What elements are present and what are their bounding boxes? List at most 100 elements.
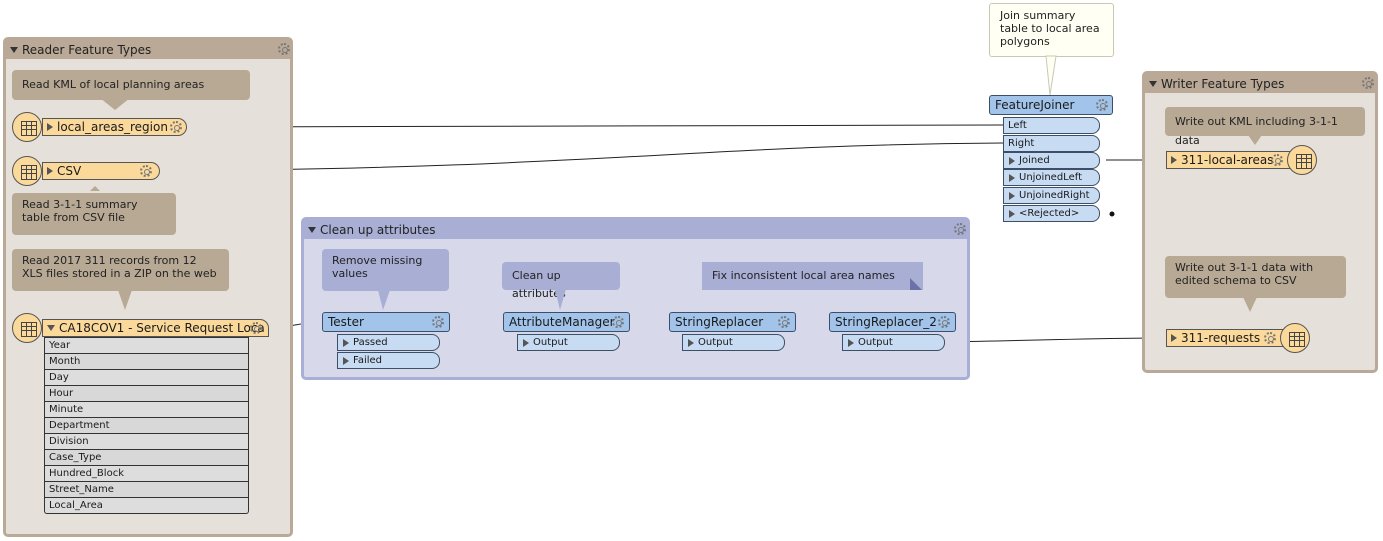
attribute-item[interactable]: Hour: [45, 385, 248, 401]
transformer-string-replacer-2[interactable]: StringReplacer_2: [829, 312, 956, 332]
reader-ca18cov1[interactable]: CA18COV1 - Service Request Loca: [42, 319, 269, 337]
writer-311-requests[interactable]: 311-requests: [1166, 329, 1284, 347]
port-output[interactable]: Output: [682, 334, 785, 351]
attribute-item[interactable]: Division: [45, 433, 248, 449]
annotation-clean-attributes[interactable]: Clean up attributes: [502, 262, 620, 300]
port-joined[interactable]: Joined: [1003, 152, 1100, 169]
writer-bookmark-header[interactable]: Writer Feature Types: [1145, 74, 1375, 93]
port-unjoined-right[interactable]: UnjoinedRight: [1003, 187, 1100, 204]
gear-icon[interactable]: [954, 223, 966, 235]
transformer-feature-joiner[interactable]: FeatureJoiner: [989, 95, 1113, 115]
gear-icon[interactable]: [1264, 332, 1276, 344]
port-label: UnjoinedLeft: [1019, 172, 1082, 183]
port-label: Output: [698, 337, 733, 348]
writer-name: 311-requests: [1181, 331, 1261, 345]
port-arrow-icon: [688, 338, 694, 347]
writer-name: 311-local-areas: [1181, 153, 1274, 167]
writer-311-local-areas[interactable]: 311-local-areas: [1166, 151, 1292, 169]
gear-icon[interactable]: [278, 43, 290, 55]
reader-table-icon[interactable]: [12, 112, 42, 142]
gear-icon[interactable]: [1362, 77, 1374, 89]
transformer-name: StringReplacer: [675, 315, 764, 329]
annotation-remove-missing[interactable]: Remove missing values: [322, 249, 449, 291]
port-failed[interactable]: Failed: [337, 352, 440, 369]
reader-table-icon[interactable]: [12, 156, 42, 186]
collapse-icon[interactable]: [47, 325, 55, 331]
port-passed[interactable]: Passed: [337, 334, 440, 351]
expand-icon[interactable]: [47, 167, 53, 175]
writer-table-icon[interactable]: [1287, 145, 1317, 175]
port-label: <Rejected>: [1019, 208, 1080, 219]
port-output[interactable]: Output: [517, 334, 620, 351]
attribute-item[interactable]: Department: [45, 417, 248, 433]
attribute-list: Year Month Day Hour Minute Department Di…: [44, 337, 249, 514]
port-unjoined-left[interactable]: UnjoinedLeft: [1003, 169, 1100, 186]
port-label: UnjoinedRight: [1019, 190, 1090, 201]
annotation-write-kml[interactable]: Write out KML including 3-1-1 data: [1165, 107, 1365, 147]
reader-csv[interactable]: CSV: [42, 162, 160, 180]
gear-icon[interactable]: [170, 121, 182, 133]
writer-table-icon[interactable]: [1280, 323, 1310, 353]
annotation-write-csv[interactable]: Write out 3-1-1 data with edited schema …: [1165, 256, 1346, 298]
reader-name: CSV: [57, 164, 82, 178]
collapse-icon[interactable]: [1149, 80, 1157, 87]
transformer-name: Tester: [328, 315, 364, 329]
port-arrow-icon: [343, 356, 349, 365]
port-output[interactable]: Output: [842, 334, 945, 351]
port-arrow-icon: [1009, 173, 1015, 182]
transformer-name: FeatureJoiner: [995, 98, 1075, 112]
cleanup-bookmark-header[interactable]: Clean up attributes: [304, 220, 967, 239]
reader-name: local_areas_region: [57, 120, 168, 134]
port-label: Output: [533, 337, 568, 348]
port-rejected[interactable]: <Rejected>: [1003, 205, 1100, 222]
collapse-icon[interactable]: [308, 226, 316, 233]
attribute-item[interactable]: Street_Name: [45, 481, 248, 497]
expand-icon[interactable]: [1171, 334, 1177, 342]
port-left[interactable]: Left: [1003, 117, 1100, 134]
attribute-item[interactable]: Minute: [45, 401, 248, 417]
port-arrow-icon: [1009, 209, 1015, 218]
transformer-attribute-manager[interactable]: AttributeManager: [503, 312, 630, 332]
reader-table-icon[interactable]: [12, 313, 42, 343]
cleanup-bookmark-title: Clean up attributes: [320, 222, 436, 237]
cleanup-bookmark[interactable]: Clean up attributes: [301, 217, 970, 380]
port-label: Joined: [1019, 155, 1050, 166]
port-label: Left: [1008, 120, 1027, 131]
gear-icon[interactable]: [1271, 154, 1283, 166]
port-arrow-icon: [523, 338, 529, 347]
attribute-item[interactable]: Case_Type: [45, 449, 248, 465]
gear-icon[interactable]: [778, 316, 790, 328]
gear-icon[interactable]: [612, 316, 624, 328]
port-right[interactable]: Right: [1003, 135, 1100, 152]
transformer-tester[interactable]: Tester: [322, 312, 450, 332]
attribute-item[interactable]: Day: [45, 369, 248, 385]
port-label: Passed: [353, 337, 388, 348]
annotation-read-kml[interactable]: Read KML of local planning areas: [12, 70, 250, 100]
reader-bookmark-title: Reader Feature Types: [22, 42, 152, 57]
port-label: Output: [858, 337, 893, 348]
attribute-item[interactable]: Year: [45, 337, 248, 353]
expand-icon[interactable]: [1171, 156, 1177, 164]
gear-icon[interactable]: [1096, 99, 1108, 111]
collapse-icon[interactable]: [10, 46, 18, 53]
annotation-read-xls[interactable]: Read 2017 311 records from 12 XLS files …: [12, 249, 229, 291]
annotation-fix-names[interactable]: Fix inconsistent local area names: [702, 262, 923, 290]
gear-icon[interactable]: [432, 316, 444, 328]
reader-local-areas-region[interactable]: local_areas_region: [42, 118, 187, 136]
port-arrow-icon: [1009, 156, 1015, 165]
gear-icon[interactable]: [140, 165, 152, 177]
transformer-string-replacer[interactable]: StringReplacer: [669, 312, 796, 332]
transformer-name: StringReplacer_2: [835, 315, 937, 329]
gear-icon[interactable]: [938, 316, 950, 328]
expand-icon[interactable]: [47, 123, 53, 131]
annotation-join[interactable]: Join summary table to local area polygon…: [989, 3, 1114, 57]
port-label: Failed: [353, 355, 383, 366]
attribute-item[interactable]: Hundred_Block: [45, 465, 248, 481]
writer-bookmark-title: Writer Feature Types: [1161, 76, 1285, 91]
gear-icon[interactable]: [250, 322, 262, 334]
attribute-item[interactable]: Local_Area: [45, 497, 248, 513]
port-arrow-icon: [1009, 191, 1015, 200]
reader-bookmark-header[interactable]: Reader Feature Types: [6, 40, 290, 59]
annotation-read-csv[interactable]: Read 3-1-1 summary table from CSV file: [12, 193, 176, 235]
attribute-item[interactable]: Month: [45, 353, 248, 369]
